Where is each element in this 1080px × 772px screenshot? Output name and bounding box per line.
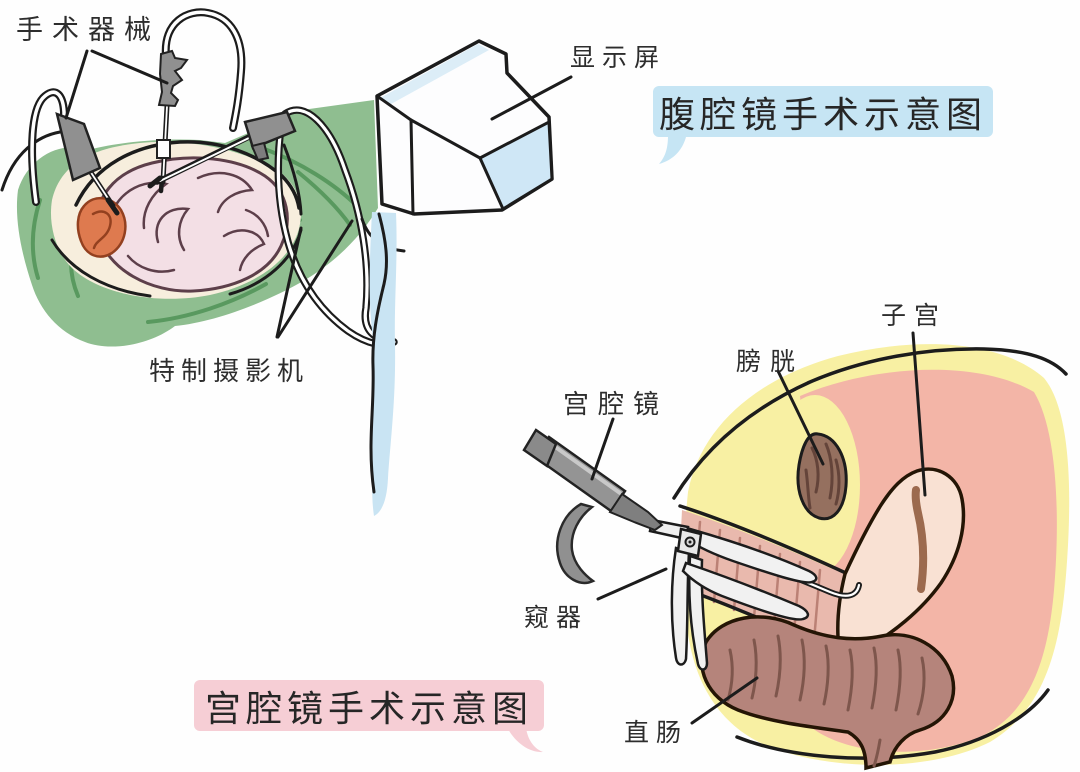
pointer-surgical-instruments-1 [64,49,89,120]
hysteroscopy-title: 宫腔镜手术示意图 [194,680,544,731]
intestines [95,156,289,293]
hysteroscopy-title-tail [507,727,543,753]
pointer-lines [64,49,927,725]
label-rectum: 直肠 [624,718,689,747]
pointer-camera-1 [275,226,303,339]
monitor-drawing [360,39,554,253]
laparoscopy-title-tail [659,135,686,164]
hysteroscope-drawing [522,428,664,585]
pointer-speculum [596,567,668,601]
camera-trocar [147,110,297,189]
tubing-loops [28,8,246,206]
label-monitor-screen: 显示屏 [570,43,667,72]
speculum-drawing [648,518,818,671]
label-special-camera: 特制摄影机 [149,357,310,387]
pointer-uterus [911,331,927,497]
pointer-rectum [690,676,759,725]
abdomen-dome-outline [74,140,301,210]
pointer-monitor [490,75,573,121]
pointer-camera-2 [276,219,354,339]
left-instrument [55,112,120,216]
pointer-hysteroscope [590,417,615,481]
body-outline-top [672,347,1068,500]
rectum-drawing [700,615,956,771]
inflamed-organ [76,197,127,258]
label-hysteroscope: 宫腔镜 [563,390,669,420]
label-speculum: 窥器 [524,603,589,632]
laparoscopy-title: 腹腔镜手术示意图 [653,86,993,137]
hysteroscopy-scene [522,344,1070,771]
bladder-drawing [796,432,848,521]
pointer-surgical-instruments-2 [90,49,169,85]
drape-fold-line [282,143,303,216]
label-uterus: 子宫 [881,301,948,330]
label-bladder: 膀胱 [736,347,805,376]
laparoscopy-scene [0,8,554,516]
monitor-stand [369,212,397,516]
camera-cables [274,106,398,348]
pointer-bladder [776,369,825,466]
label-surgical-instruments: 手术器械 [16,15,160,46]
body-outline-bottom [735,688,1050,760]
